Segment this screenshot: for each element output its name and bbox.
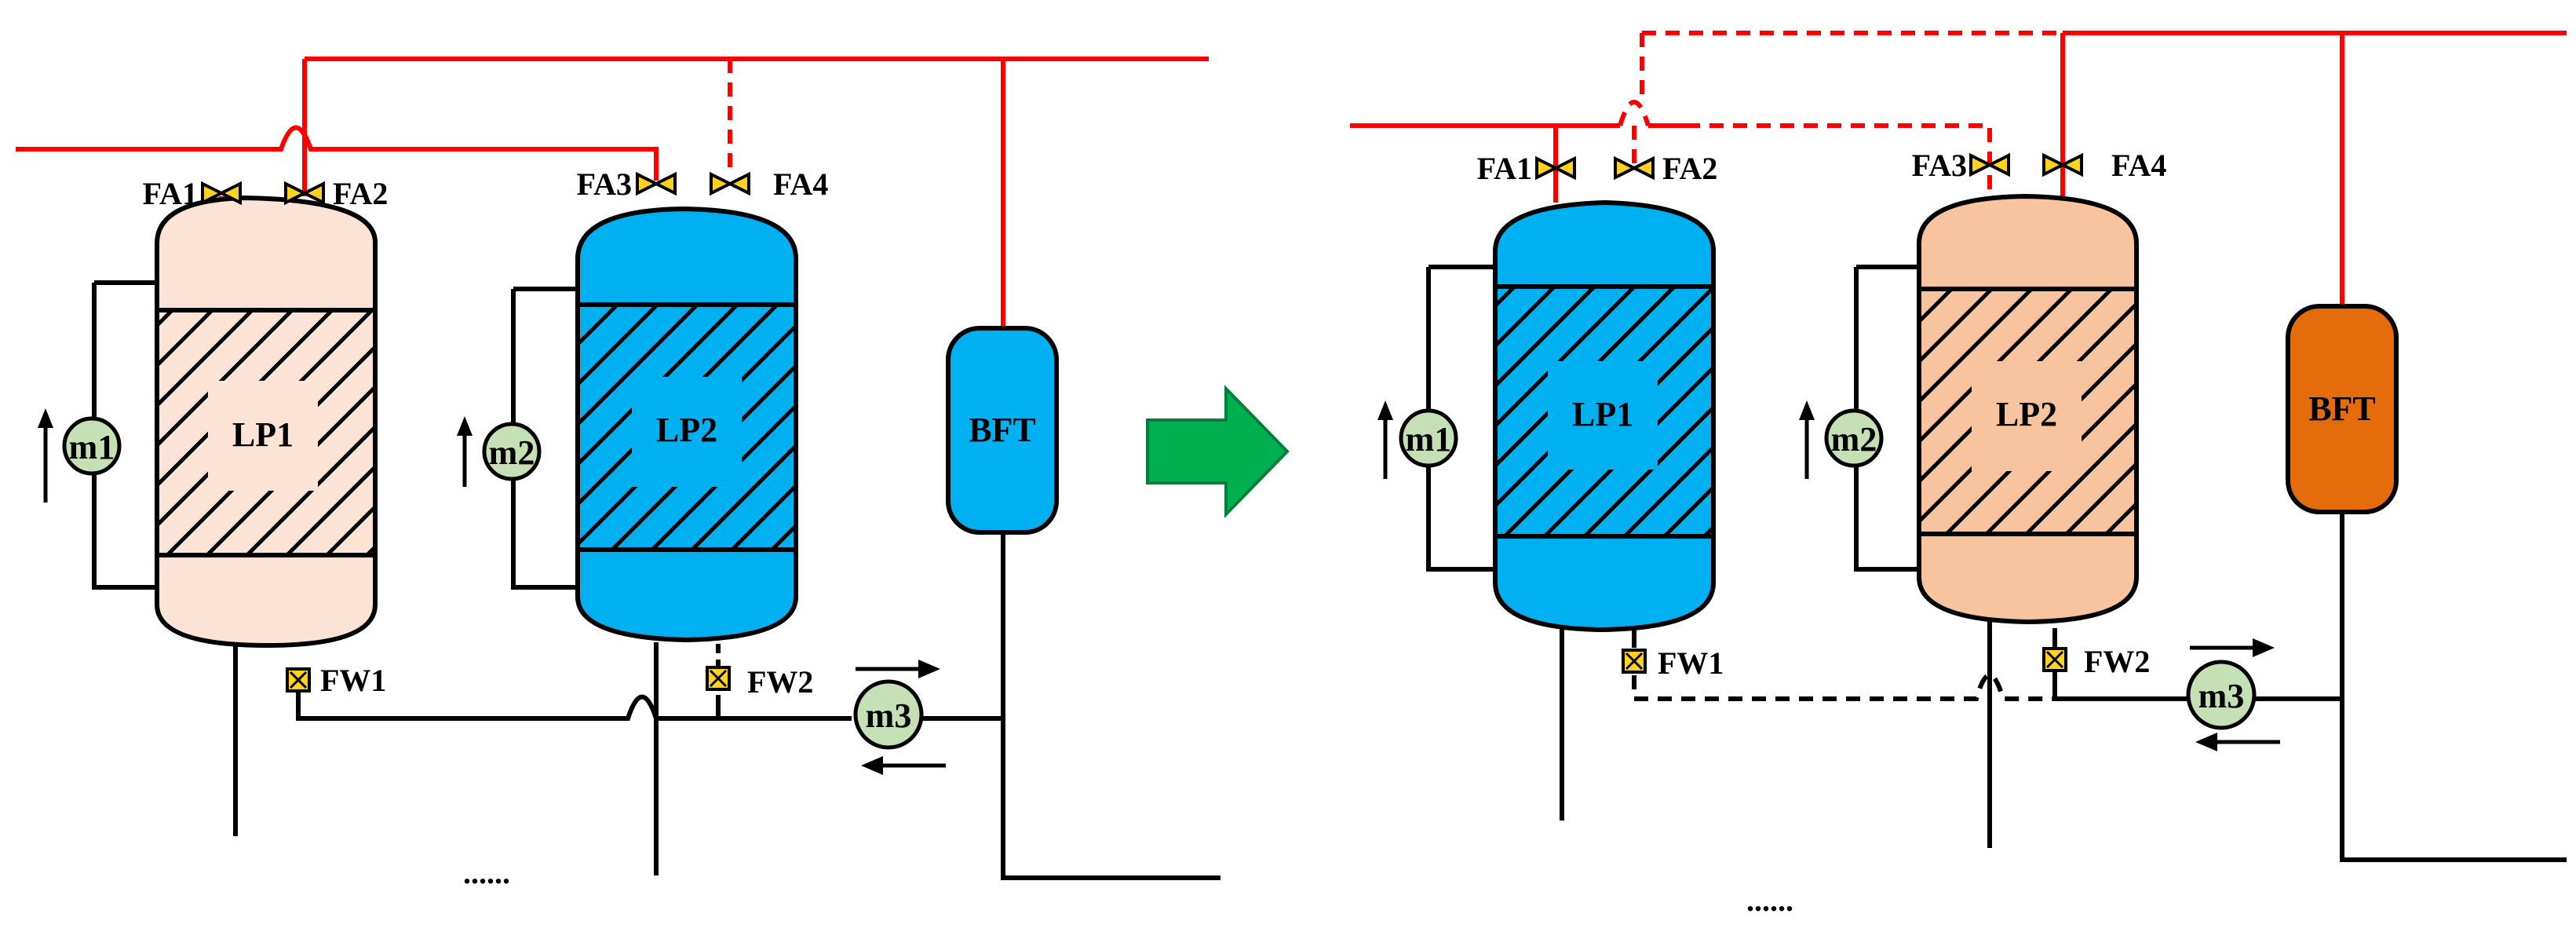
left-bft-label: BFT xyxy=(969,411,1036,449)
left-water-pipes xyxy=(92,280,1220,880)
svg-text:FW2: FW2 xyxy=(2084,644,2150,679)
svg-text:FW1: FW1 xyxy=(1658,645,1724,681)
meter-m1: m1 xyxy=(38,408,122,503)
valve-fw1: FW1 xyxy=(1622,645,1724,681)
meter-m2: m2 xyxy=(457,416,542,487)
svg-text:m2: m2 xyxy=(1831,420,1877,459)
right-air-valves: FA1 FA2 FA3 FA4 xyxy=(1477,148,2167,186)
valve-fa2: FA2 xyxy=(284,176,388,211)
right-lp2-label: LP2 xyxy=(1996,395,2057,433)
valve-fw2: FW2 xyxy=(2042,644,2150,679)
valve-fa1: FA1 xyxy=(143,176,242,211)
svg-text:m2: m2 xyxy=(489,433,535,472)
right-water-valves: FW1 FW2 xyxy=(1622,644,2150,681)
svg-text:FA2: FA2 xyxy=(1662,151,1717,186)
svg-text:FA4: FA4 xyxy=(773,166,828,202)
left-water-valves: FW1 FW2 xyxy=(286,663,813,700)
left-vessel-lp2: LP2 xyxy=(575,206,799,643)
left-panel: LP1 LP2 BFT FA1 FA2 xyxy=(16,57,1220,890)
svg-text:FA3: FA3 xyxy=(577,166,632,202)
right-ellipsis: ...... xyxy=(1746,883,1793,918)
left-vessel-lp1: LP1 xyxy=(155,195,378,649)
right-bft-tank: BFT xyxy=(2286,304,2399,514)
svg-text:FA4: FA4 xyxy=(2111,148,2166,183)
valve-fw2: FW2 xyxy=(706,664,813,700)
left-lp2-label: LP2 xyxy=(656,411,717,449)
meter-m3: m3 xyxy=(2186,638,2280,751)
meter-m2: m2 xyxy=(1799,400,1884,479)
valve-fa4: FA4 xyxy=(2042,148,2166,183)
valve-fa4: FA4 xyxy=(710,166,828,202)
right-lp1-label: LP1 xyxy=(1572,395,1633,433)
right-bft-label: BFT xyxy=(2308,389,2376,428)
svg-text:m1: m1 xyxy=(69,428,115,466)
svg-text:FA1: FA1 xyxy=(1477,151,1532,186)
right-vessel-lp1: LP1 xyxy=(1493,199,1716,633)
right-meters: m1 m2 m3 xyxy=(1377,400,2280,751)
valve-fa3: FA3 xyxy=(577,166,677,202)
left-gas-pipes xyxy=(16,57,1209,328)
left-meters: m1 m2 m3 xyxy=(38,408,946,775)
svg-text:m3: m3 xyxy=(866,696,912,735)
svg-text:m3: m3 xyxy=(2198,677,2245,715)
svg-text:FA1: FA1 xyxy=(143,176,198,211)
right-gas-pipes xyxy=(1350,31,2567,306)
right-arrow-icon xyxy=(1146,385,1290,518)
svg-text:FA2: FA2 xyxy=(333,176,388,211)
left-air-valves: FA1 FA2 FA3 FA4 xyxy=(143,166,829,211)
svg-text:FW1: FW1 xyxy=(320,663,386,698)
meter-m3: m3 xyxy=(853,660,946,775)
svg-text:m1: m1 xyxy=(1406,420,1452,459)
valve-fw1: FW1 xyxy=(286,663,386,698)
left-ellipsis: ...... xyxy=(463,855,510,890)
valve-fa2: FA2 xyxy=(1614,151,1717,186)
right-vessel-lp2: LP2 xyxy=(1917,193,2139,625)
meter-m1: m1 xyxy=(1377,400,1458,479)
left-bft-tank: BFT xyxy=(946,326,1059,535)
left-lp1-label: LP1 xyxy=(232,415,294,454)
valve-fa1: FA1 xyxy=(1477,151,1576,186)
svg-text:FA3: FA3 xyxy=(1912,148,1967,183)
svg-text:FW2: FW2 xyxy=(747,664,813,700)
valve-fa3: FA3 xyxy=(1912,148,2010,183)
right-panel: LP1 LP2 BFT FA1 FA2 xyxy=(1350,31,2567,918)
